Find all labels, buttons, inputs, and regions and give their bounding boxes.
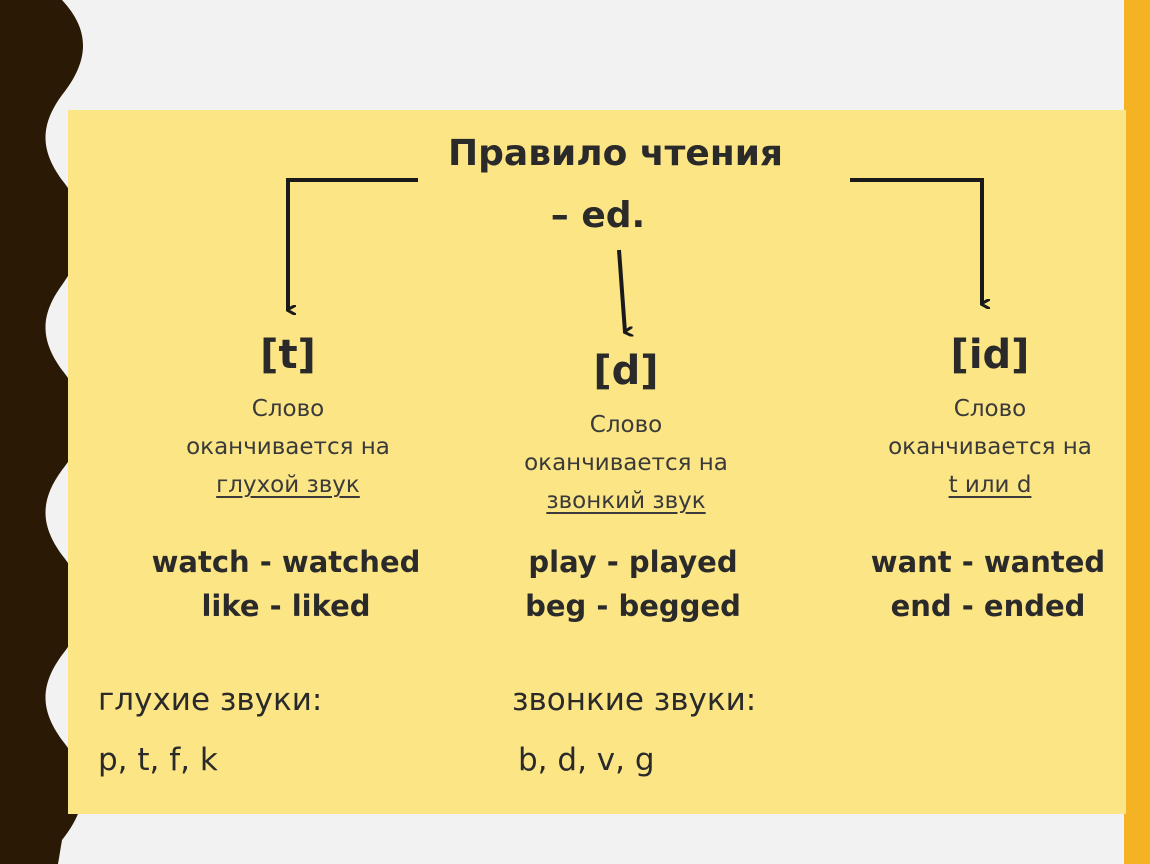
arrow-right xyxy=(850,178,982,304)
title-line-1: Правило чтения xyxy=(448,133,784,174)
voiceless-label: глухие звуки: xyxy=(98,682,323,718)
decorative-right-stripe xyxy=(1124,0,1150,864)
rule-card: Правило чтения – ed. [t] Слово оканчивае… xyxy=(68,110,1126,814)
sound-id: [id] xyxy=(950,332,1030,378)
arrow-left xyxy=(286,178,418,310)
voiceless-list: p, t, f, k xyxy=(98,742,218,778)
col1-desc: Слово оканчивается на глухой звук xyxy=(186,396,390,498)
arrow-middle xyxy=(617,249,625,332)
voiced-label: звонкие звуки: xyxy=(512,682,757,718)
voiced-list: b, d, v, g xyxy=(518,742,655,778)
col3-examples: want - wanted end - ended xyxy=(870,545,1106,623)
decorative-left-band xyxy=(0,0,83,864)
title-line-2: – ed. xyxy=(550,195,646,236)
sound-t: [t] xyxy=(260,332,316,378)
col3-desc: Слово оканчивается на t или d xyxy=(888,396,1092,498)
col1-examples: watch - watched like - liked xyxy=(151,545,421,623)
arrows-diagram xyxy=(286,178,1126,814)
sound-d: [d] xyxy=(593,348,659,394)
col2-examples: play - played beg - begged xyxy=(525,545,741,623)
col2-desc: Слово оканчивается на звонкий звук xyxy=(524,412,728,514)
